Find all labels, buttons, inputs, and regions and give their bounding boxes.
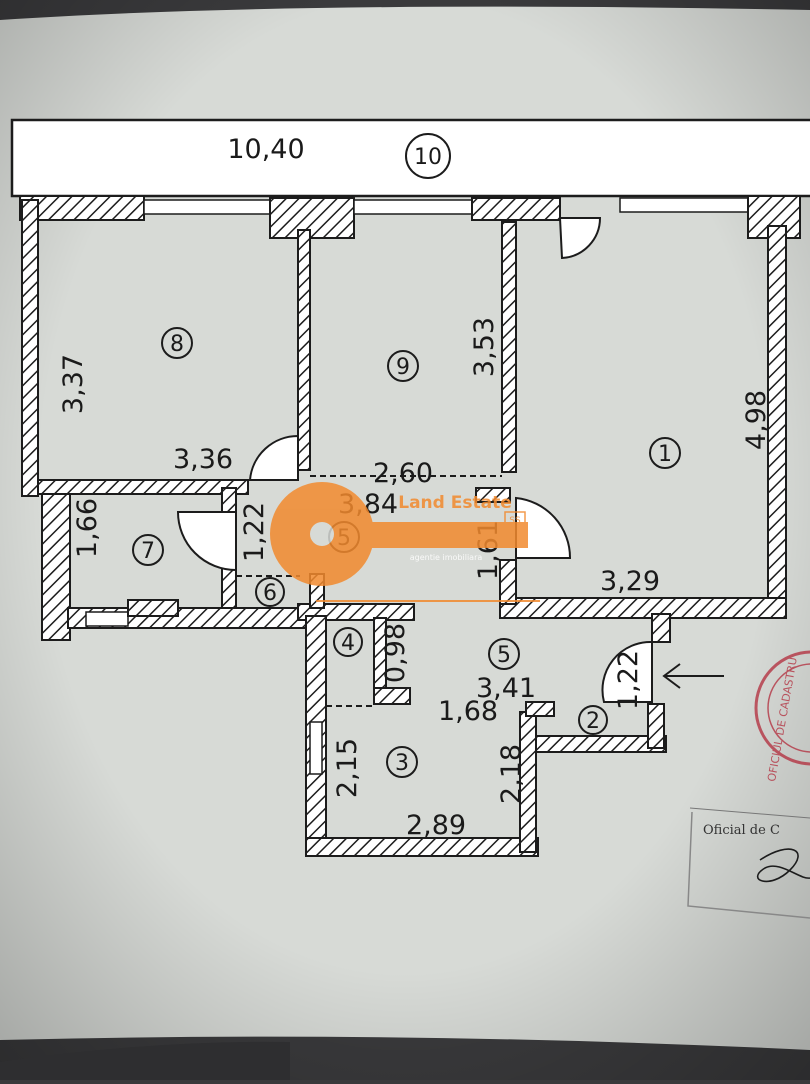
wall-room4-foot bbox=[373, 687, 411, 705]
wall-room8-room9 bbox=[297, 229, 311, 471]
dim-room1-height: 4,98 bbox=[741, 390, 772, 450]
dim-room7-height: 1,66 bbox=[72, 498, 103, 558]
dim-room8-height: 3,37 bbox=[58, 354, 89, 414]
svg-text:10: 10 bbox=[414, 145, 442, 170]
dim-room3-right: 2,18 bbox=[496, 744, 527, 804]
dim-room3-left: 2,15 bbox=[332, 738, 363, 798]
dim-room9-height: 3,53 bbox=[469, 317, 500, 377]
official-caption-box: Oficial de C bbox=[687, 807, 810, 919]
svg-text:7: 7 bbox=[141, 539, 155, 564]
wall-room2-right bbox=[647, 703, 665, 749]
room-10-marker: 10 bbox=[405, 133, 451, 179]
door-room8 bbox=[248, 434, 299, 481]
svg-text:5: 5 bbox=[497, 643, 511, 668]
room-8-marker: 8 bbox=[161, 327, 193, 359]
dim-room9-width: 2,60 bbox=[373, 458, 433, 489]
door-room1 bbox=[515, 496, 572, 559]
room-3-marker: 3 bbox=[386, 746, 418, 778]
door-room7 bbox=[176, 511, 237, 572]
svg-text:3: 3 bbox=[395, 751, 409, 776]
wall-top bbox=[19, 195, 801, 239]
wall-left-room8 bbox=[21, 199, 39, 497]
wall-room9-room1 bbox=[501, 221, 517, 473]
wall-room2-top bbox=[525, 701, 555, 717]
dim-balcony-length: 10,40 bbox=[227, 134, 304, 165]
dim-hall2-length: 3,41 bbox=[476, 673, 536, 704]
svg-text:8: 8 bbox=[170, 332, 184, 357]
room-6-marker: 6 bbox=[255, 577, 285, 607]
dim-hall2-width: 1,68 bbox=[438, 696, 498, 727]
door-balcony bbox=[558, 217, 602, 260]
dim-room8-width: 3,36 bbox=[173, 444, 233, 475]
room3-window bbox=[309, 721, 323, 775]
wall-room3-bottom bbox=[305, 837, 539, 857]
balcony-outline bbox=[10, 118, 810, 198]
wall-hall-right bbox=[499, 559, 517, 605]
svg-text:1: 1 bbox=[658, 442, 672, 467]
signature bbox=[756, 848, 810, 883]
dim-room3-width: 2,89 bbox=[406, 810, 466, 841]
door-entry bbox=[601, 640, 653, 703]
svg-text:4: 4 bbox=[341, 631, 355, 656]
room-1-marker: 1 bbox=[649, 437, 681, 469]
entry-arrow bbox=[662, 663, 724, 689]
dim-hall-height-left: 1,22 bbox=[239, 502, 270, 562]
official-caption: Oficial de C bbox=[703, 823, 780, 838]
dim-room1-width: 3,29 bbox=[600, 566, 660, 597]
wall-room1-bottom bbox=[499, 597, 787, 619]
svg-text:2: 2 bbox=[586, 709, 600, 734]
wall-entry-right bbox=[651, 613, 671, 643]
dim-entry-width: 1,22 bbox=[613, 650, 644, 710]
wall-hall-nub bbox=[475, 487, 511, 503]
watermark-title: Land Estate bbox=[398, 493, 511, 513]
room-4-marker: 4 bbox=[333, 627, 363, 657]
agency-watermark: Land Estate agentie imobiliara SS bbox=[270, 482, 540, 602]
room-2-marker: 2 bbox=[578, 705, 608, 735]
wall-room8-bottom bbox=[37, 479, 249, 495]
door-swings bbox=[176, 217, 653, 703]
watermark-subtitle: agentie imobiliara bbox=[410, 553, 483, 562]
room-5b-marker: 5 bbox=[488, 638, 520, 670]
room-numbers: 10 8 9 1 7 5 6 4 5 2 3 bbox=[132, 133, 681, 778]
wall-left-room7 bbox=[41, 479, 71, 641]
room7-window bbox=[85, 611, 129, 627]
wall-room2-bottom bbox=[535, 735, 667, 753]
room-9-marker: 9 bbox=[387, 350, 419, 382]
dim-room4-height: 0,98 bbox=[380, 623, 411, 683]
table-edge bbox=[0, 1041, 290, 1080]
watermark-badge: SS bbox=[509, 516, 521, 526]
svg-text:9: 9 bbox=[396, 355, 410, 380]
svg-text:6: 6 bbox=[263, 581, 277, 606]
room-7-marker: 7 bbox=[132, 534, 164, 566]
wall-room7-bump bbox=[127, 599, 179, 617]
